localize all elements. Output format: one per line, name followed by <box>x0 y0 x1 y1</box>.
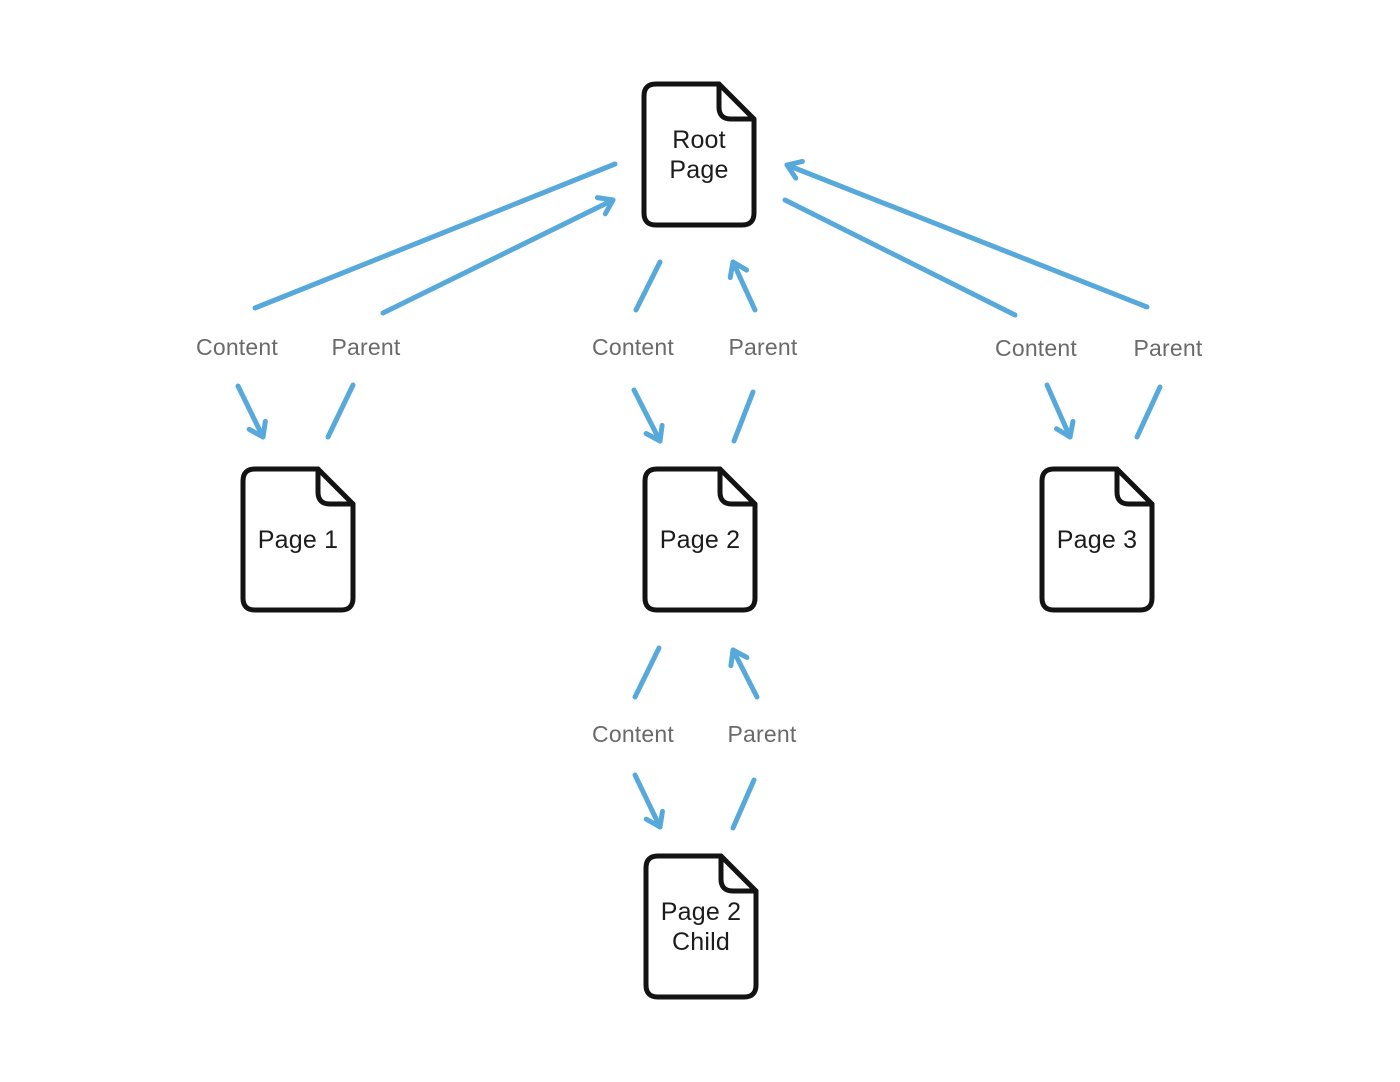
node-page-1: Page 1 <box>240 466 356 613</box>
content-arrow-page2-child-upper <box>632 645 662 700</box>
edge-label-parent: Parent <box>727 721 797 747</box>
document-icon <box>641 81 757 228</box>
content-arrow-root-page1-lower <box>235 383 268 440</box>
node-page-2-child: Page 2 Child <box>643 853 759 1000</box>
parent-arrow-child-page2-lower <box>730 777 757 831</box>
node-root-page: Root Page <box>641 81 757 228</box>
parent-arrow-page1-root-upper <box>380 195 616 316</box>
edge-label-parent: Parent <box>1133 335 1203 361</box>
edge-label-content: Content <box>592 334 674 360</box>
node-label-page-2-child: Page 2 Child <box>660 897 742 956</box>
document-icon <box>1039 466 1155 613</box>
parent-arrow-child-page2-upper <box>728 647 760 700</box>
parent-arrow-page1-root-lower <box>325 382 356 440</box>
edge-label-parent: Parent <box>728 334 798 360</box>
node-label-page-1: Page 1 <box>257 525 339 554</box>
node-label-page-2: Page 2 <box>659 525 741 554</box>
parent-arrow-page3-root-upper <box>784 158 1150 310</box>
node-page-2: Page 2 <box>642 466 758 613</box>
content-arrow-root-page3-upper <box>782 197 1018 318</box>
edge-label-content: Content <box>995 335 1077 361</box>
edge-label-content: Content <box>592 721 674 747</box>
content-arrow-root-page3-lower <box>1044 382 1076 440</box>
parent-arrow-page2-root-lower <box>731 389 756 444</box>
node-label-root-page: Root Page <box>669 125 729 184</box>
content-arrow-root-page2-lower <box>631 387 665 444</box>
content-arrow-page2-child-lower <box>632 772 665 830</box>
document-icon <box>240 466 356 613</box>
content-arrow-root-page2-upper <box>633 259 663 313</box>
document-icon <box>642 466 758 613</box>
document-icon <box>643 853 759 1000</box>
node-label-page-3: Page 3 <box>1056 525 1138 554</box>
content-arrow-root-page1-upper <box>252 161 618 311</box>
edge-label-parent: Parent <box>331 334 401 360</box>
node-page-3: Page 3 <box>1039 466 1155 613</box>
edge-label-content: Content <box>196 334 278 360</box>
parent-arrow-page3-root-lower <box>1134 384 1163 440</box>
parent-arrow-page2-root-upper <box>727 259 758 313</box>
